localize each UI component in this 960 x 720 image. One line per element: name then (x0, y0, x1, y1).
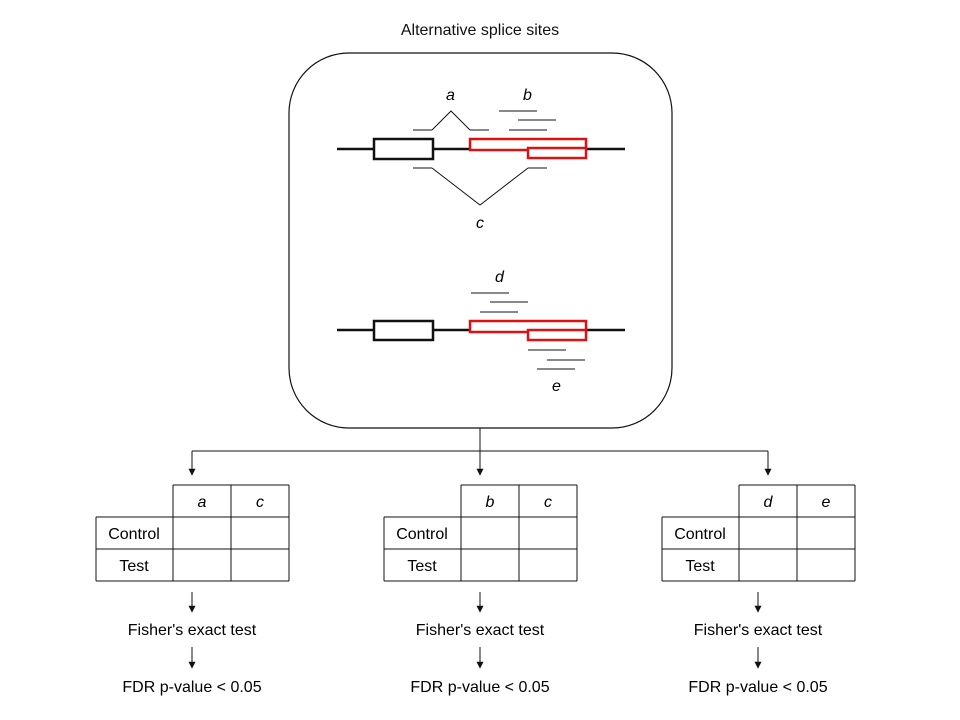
read-label-b: b (523, 87, 532, 104)
column-header: e (822, 494, 831, 511)
constitutive-exon (372, 137, 435, 161)
row-header: Test (685, 558, 715, 575)
threshold-label: FDR p-value < 0.05 (410, 679, 549, 696)
column-header: c (544, 494, 552, 511)
column-header: a (198, 494, 207, 511)
row-header: Control (108, 526, 160, 543)
gene-model-upper: a b c (337, 87, 625, 232)
gene-model-lower: d e (337, 269, 625, 395)
alternative-exon-short (526, 328, 588, 342)
statistical-test-label: Fisher's exact test (416, 622, 545, 639)
threshold-label: FDR p-value < 0.05 (688, 679, 827, 696)
row-header: Test (407, 558, 437, 575)
junction-c (431, 167, 529, 206)
splice-sites-box (288, 52, 673, 429)
row-header: Control (674, 526, 726, 543)
constitutive-exon (372, 319, 435, 342)
row-header: Control (396, 526, 448, 543)
diagram-title: Alternative splice sites (400, 22, 560, 39)
statistical-test-label: Fisher's exact test (694, 622, 823, 639)
column-header: b (486, 494, 495, 511)
read-label-d: d (495, 269, 505, 286)
statistical-test-label: Fisher's exact test (128, 622, 257, 639)
read-label-e: e (552, 378, 561, 395)
row-header: Test (119, 558, 149, 575)
junction-a (431, 110, 471, 131)
column-header: c (256, 494, 264, 511)
alternative-exon-short (526, 146, 588, 160)
read-label-c: c (476, 215, 484, 232)
branch-connector (188, 428, 772, 476)
read-label-a: a (446, 87, 455, 104)
threshold-label: FDR p-value < 0.05 (122, 679, 261, 696)
column-header: d (764, 494, 774, 511)
